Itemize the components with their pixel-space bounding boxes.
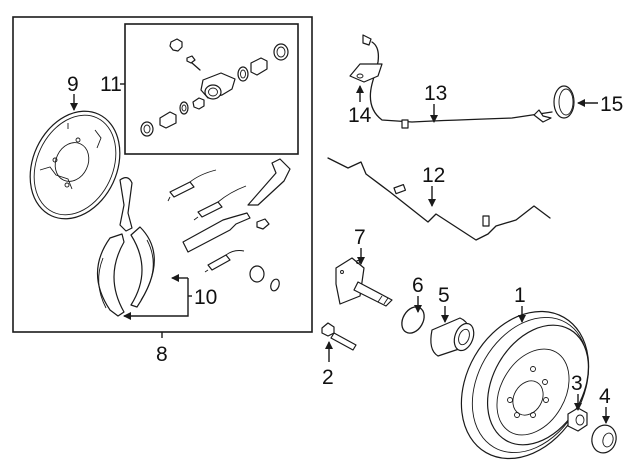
brake-shoes bbox=[96, 226, 155, 317]
callout-5: 5 bbox=[438, 284, 450, 307]
snap-ring bbox=[401, 306, 425, 334]
wheel-cylinder-parts bbox=[140, 38, 289, 137]
callout-6: 6 bbox=[412, 274, 424, 297]
callout-15: 15 bbox=[600, 93, 623, 116]
callout-8: 8 bbox=[156, 343, 168, 366]
dust-cap bbox=[591, 424, 617, 454]
callout-9: 9 bbox=[67, 73, 79, 96]
brake-line bbox=[327, 157, 551, 241]
wheel-bearing bbox=[430, 317, 475, 357]
callout-12: 12 bbox=[422, 164, 445, 187]
brake-hardware bbox=[167, 158, 291, 292]
callout-4: 4 bbox=[599, 385, 611, 408]
sensor-bracket bbox=[349, 63, 383, 83]
callout-13: 13 bbox=[424, 82, 447, 105]
tone-ring bbox=[553, 85, 575, 119]
wheel-cylinder-kit-box bbox=[124, 23, 299, 155]
callout-11: 11 bbox=[100, 73, 122, 96]
callout-10: 10 bbox=[194, 286, 217, 309]
spindle bbox=[335, 257, 393, 307]
brake-drum bbox=[460, 310, 590, 460]
callout-3: 3 bbox=[571, 372, 583, 395]
callout-7: 7 bbox=[354, 226, 366, 249]
backing-plate bbox=[29, 110, 121, 220]
callout-2: 2 bbox=[322, 366, 334, 389]
callout-1: 1 bbox=[514, 284, 526, 307]
parking-brake-lever bbox=[119, 177, 133, 232]
abs-sensor bbox=[362, 34, 553, 129]
spindle-bolt bbox=[321, 322, 357, 351]
callout-14: 14 bbox=[348, 104, 372, 127]
callout-10-leader bbox=[123, 278, 189, 320]
